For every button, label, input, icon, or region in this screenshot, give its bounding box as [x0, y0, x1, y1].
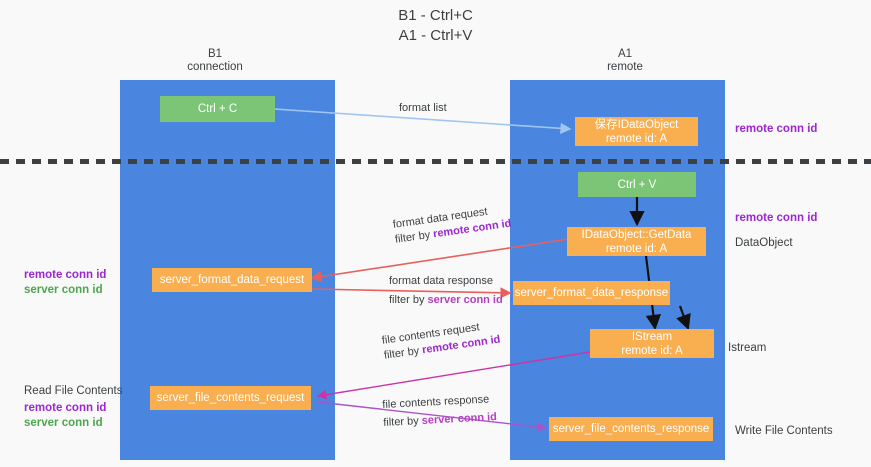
column-header-b1-name: B1	[207, 48, 223, 60]
node-ctrl-c-label: Ctrl + C	[197, 103, 238, 115]
node-server-format-data-response[interactable]: server_format_data_response	[513, 281, 670, 305]
edge-label-file-contents-response-text: file contents response	[382, 393, 490, 411]
node-ctrl-c[interactable]: Ctrl + C	[160, 96, 275, 122]
node-istream-line2: remote id: A	[621, 344, 683, 357]
label-dataobject: DataObject	[735, 237, 793, 249]
filter-key-server-conn-id: server conn id	[427, 294, 503, 306]
label-group-conn-ids-mid: remote conn id server conn id	[24, 268, 106, 298]
edge-label-format-data-request: format data request filter by remote con…	[392, 202, 512, 248]
node-getdata-line2: remote id: A	[605, 242, 668, 255]
edge-label-format-data-response-filter: filter by server conn id	[389, 293, 503, 308]
node-getdata[interactable]: IDataObject::GetData remote id: A	[567, 227, 706, 256]
node-ctrl-v[interactable]: Ctrl + V	[578, 172, 696, 197]
node-ctrl-v-label: Ctrl + V	[617, 178, 657, 191]
edge-label-file-contents-request: file contents request filter by remote c…	[381, 318, 501, 364]
label-group-conn-ids-bottom: remote conn id server conn id	[24, 401, 106, 431]
node-server-format-data-response-label: server_format_data_response	[514, 287, 669, 299]
phase-divider	[0, 159, 871, 164]
node-server-format-data-request[interactable]: server_format_data_request	[152, 268, 312, 292]
filter-prefix: filter by	[394, 228, 435, 246]
node-server-file-contents-request[interactable]: server_file_contents_request	[150, 386, 311, 410]
column-header-a1: A1 remote	[565, 48, 685, 74]
label-write-file-contents: Write File Contents	[735, 425, 833, 437]
column-header-a1-role: remote	[607, 61, 643, 73]
node-getdata-line1: IDataObject::GetData	[581, 228, 692, 241]
label-read-file-contents: Read File Contents	[24, 385, 123, 397]
edge-label-format-data-response-text: format data response	[389, 275, 493, 287]
filter-key-server-conn-id: server conn id	[421, 411, 498, 427]
node-save-idataobject-line1: 保存IDataObject	[594, 118, 679, 131]
diagram-title-line1: B1 - Ctrl+C	[398, 7, 473, 24]
filter-prefix: filter by	[383, 344, 424, 362]
label-server-conn-id-left-bottom: server conn id	[24, 417, 103, 429]
edge-label-file-contents-response: file contents response filter by server …	[382, 392, 497, 431]
label-remote-conn-id-top: remote conn id	[735, 123, 818, 135]
label-remote-conn-id-left-mid: remote conn id	[24, 269, 107, 281]
edge-label-format-list: format list	[399, 102, 447, 114]
column-header-b1: B1 connection	[155, 48, 275, 74]
edge-label-format-data-response: format data response filter by server co…	[389, 274, 503, 308]
label-server-conn-id-left-mid: server conn id	[24, 284, 103, 296]
node-istream[interactable]: IStream remote id: A	[590, 329, 714, 358]
node-save-idataobject[interactable]: 保存IDataObject remote id: A	[575, 117, 698, 146]
label-remote-conn-id-mid: remote conn id	[735, 212, 818, 224]
node-server-file-contents-response-label: server_file_contents_response	[552, 423, 710, 435]
column-header-b1-role: connection	[187, 61, 243, 73]
node-istream-line1: IStream	[631, 330, 673, 343]
node-server-file-contents-request-label: server_file_contents_request	[156, 392, 305, 404]
diagram-title-line2: A1 - Ctrl+V	[398, 27, 473, 44]
node-save-idataobject-line2: remote id: A	[605, 132, 668, 145]
node-server-format-data-request-label: server_format_data_request	[159, 274, 305, 286]
edge-label-file-contents-response-filter: filter by server conn id	[383, 410, 497, 431]
filter-prefix: filter by	[382, 414, 423, 429]
filter-prefix: filter by	[389, 294, 428, 306]
node-server-file-contents-response[interactable]: server_file_contents_response	[549, 417, 713, 441]
column-header-a1-name: A1	[617, 48, 633, 60]
label-istream: Istream	[728, 342, 767, 354]
diagram-title: B1 - Ctrl+C A1 - Ctrl+V	[0, 6, 871, 46]
label-remote-conn-id-left-bottom: remote conn id	[24, 402, 107, 414]
